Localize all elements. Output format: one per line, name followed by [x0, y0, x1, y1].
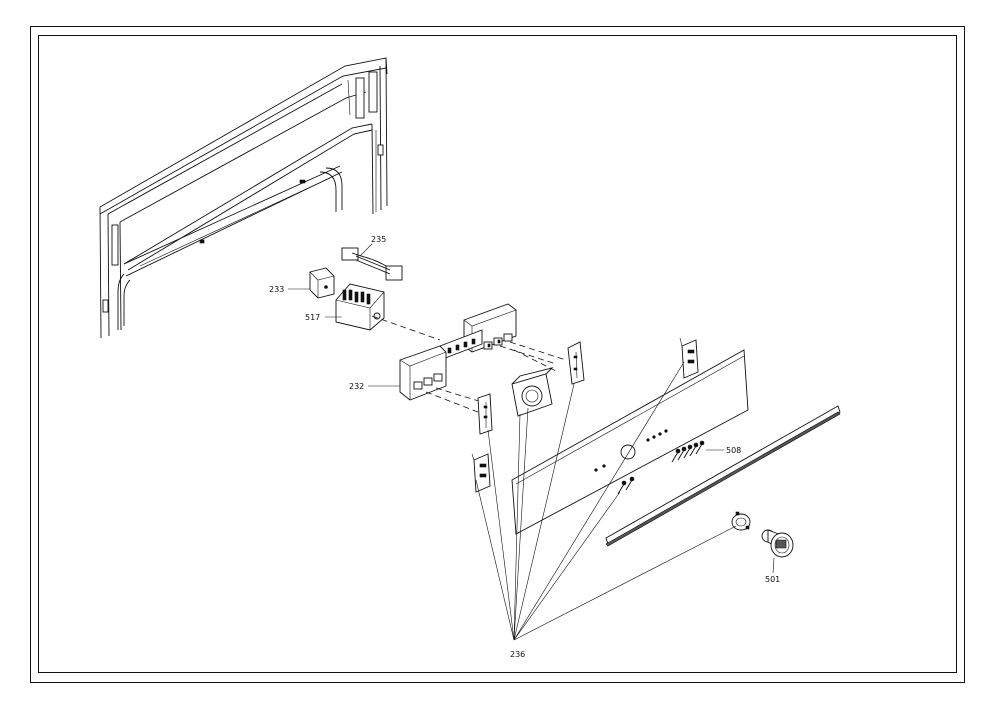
- selector-switch-517: [335, 283, 385, 331]
- control-knob-501: [761, 529, 794, 558]
- knob-housing: [511, 367, 554, 417]
- callout-508: 508: [726, 446, 741, 455]
- bracket-a: [477, 393, 493, 435]
- wiring-harness-235: [341, 247, 403, 281]
- trim-strip: [605, 405, 841, 547]
- oven-frame: [99, 57, 388, 339]
- switch-block-233: [309, 267, 335, 299]
- outer-border: [30, 26, 965, 683]
- callout-517: 517: [305, 313, 320, 322]
- callout-501: 501: [765, 575, 780, 584]
- callout-leaders: [288, 243, 775, 641]
- bracket-c: [679, 337, 699, 379]
- control-module-232: [399, 303, 517, 401]
- callout-233: 233: [269, 285, 284, 294]
- screws-508: [617, 440, 705, 495]
- callout-236: 236: [510, 650, 525, 659]
- knob-ring: [731, 511, 751, 531]
- bracket-d: [471, 453, 491, 493]
- callout-232: 232: [349, 382, 364, 391]
- callout-235: 235: [371, 235, 386, 244]
- bracket-b: [567, 341, 585, 385]
- inner-border: [38, 35, 957, 673]
- control-panel: [511, 349, 749, 535]
